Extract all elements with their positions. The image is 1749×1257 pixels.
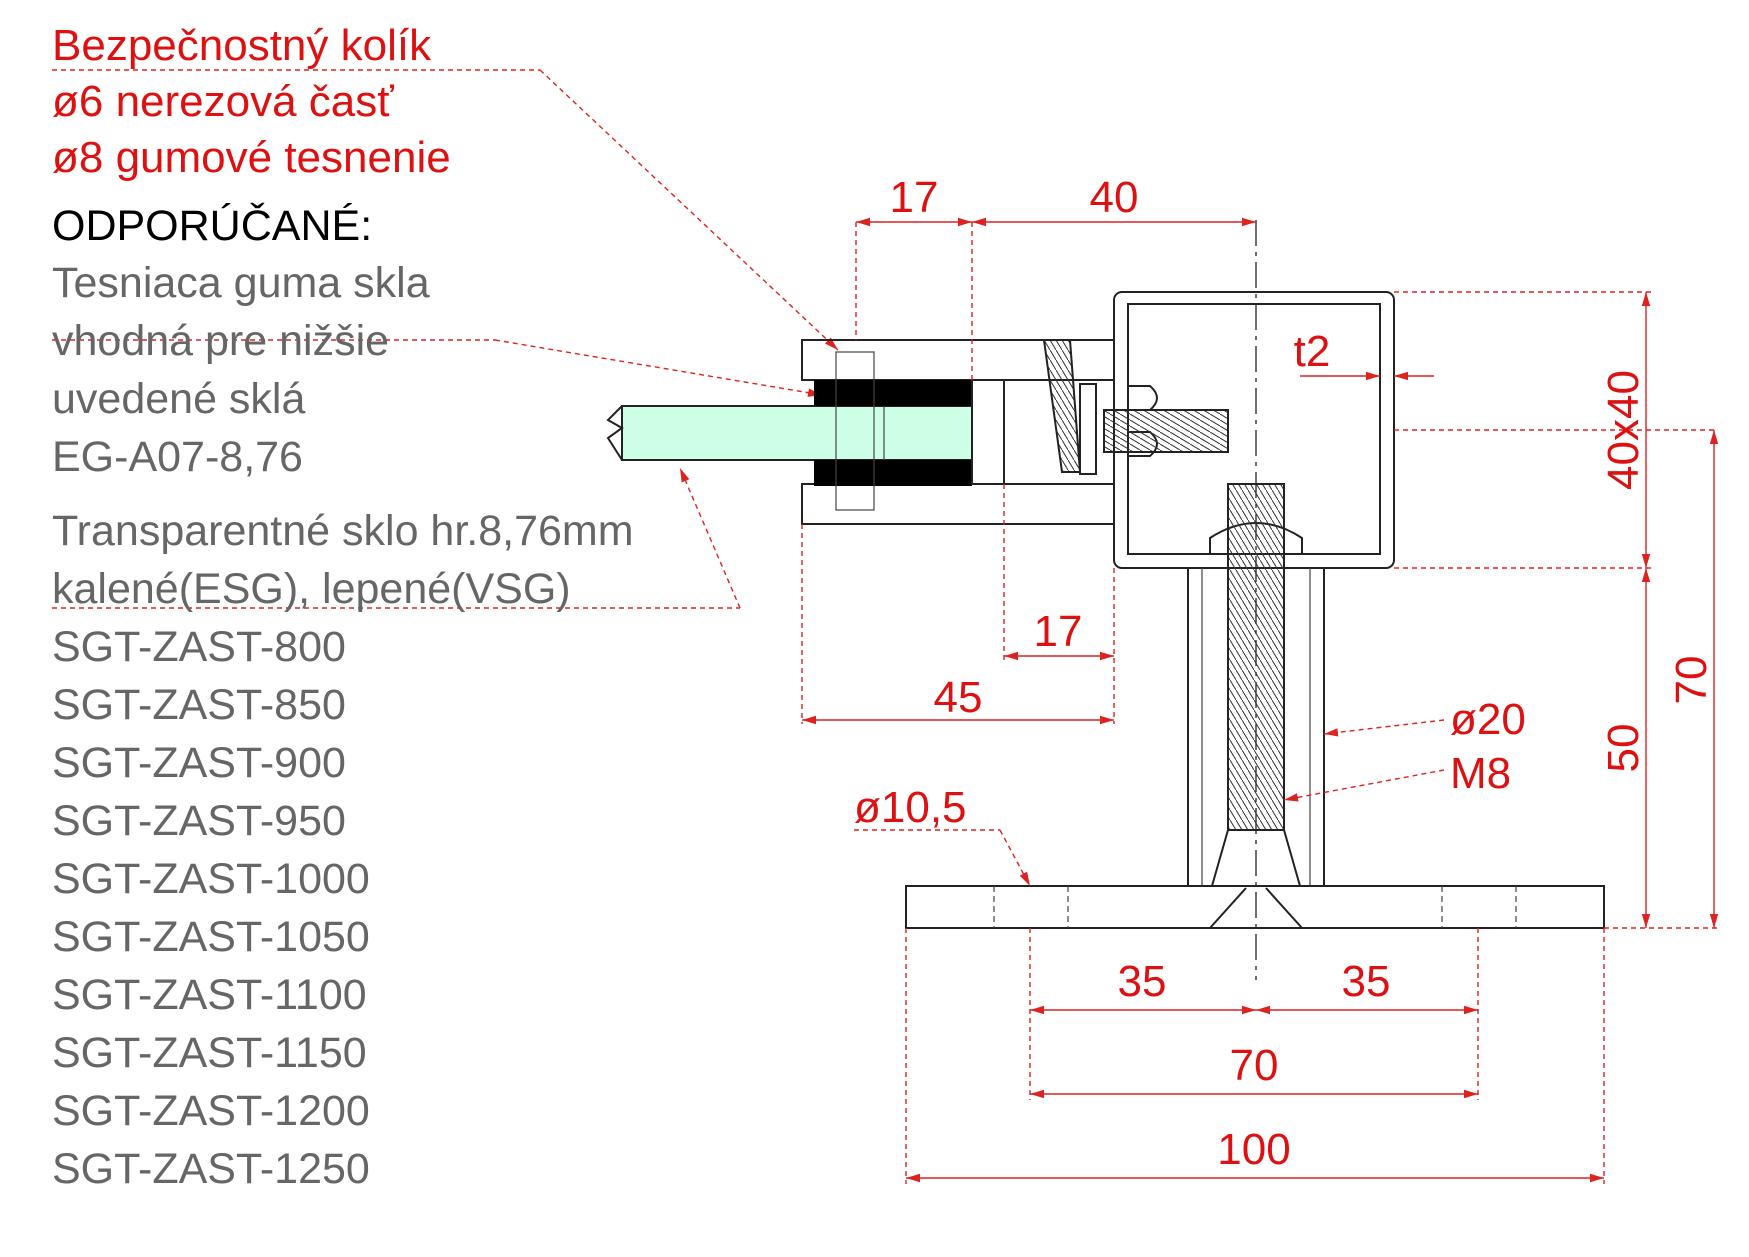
- product-code: SGT-ZAST-1200: [52, 1087, 370, 1135]
- note-rubber-line: vhodná pre nižšie: [52, 317, 390, 365]
- product-code: SGT-ZAST-1100: [52, 971, 367, 1019]
- product-code: SGT-ZAST-950: [52, 797, 346, 845]
- base-plate: [905, 885, 1605, 929]
- product-code: SGT-ZAST-1000: [52, 855, 370, 903]
- recommended-heading: ODPORÚČANÉ:: [52, 202, 373, 250]
- dim-hole-offset-right: 35: [1342, 957, 1391, 1006]
- product-code: SGT-ZAST-1150: [52, 1029, 367, 1077]
- glass-clamp: [606, 339, 1115, 525]
- product-code: SGT-ZAST-800: [52, 623, 346, 671]
- dim-tube-diameter: ø20: [1450, 695, 1526, 744]
- horizontal-bolt: [1103, 409, 1229, 453]
- product-code: SGT-ZAST-850: [52, 681, 346, 729]
- dim-clamp-width: 17: [890, 173, 939, 222]
- note-leaders: [52, 69, 839, 609]
- glass-pane: [621, 405, 973, 461]
- safety-pin: [835, 351, 875, 511]
- dim-total-height: 70: [1667, 656, 1716, 705]
- product-code: SGT-ZAST-1050: [52, 913, 370, 961]
- note-glass-line: kalené(ESG), lepené(VSG): [52, 565, 571, 613]
- note-pin-rubber: ø8 gumové tesnenie: [52, 133, 451, 182]
- rubber-seal-bottom: [814, 460, 972, 486]
- rubber-seal-top: [814, 380, 972, 406]
- note-pin-steel: ø6 nerezová časť: [52, 77, 394, 126]
- dim-profile-size: 40x40: [1599, 370, 1648, 490]
- dim-offset: 17: [1034, 607, 1083, 656]
- dim-hole-diameter: ø10,5: [854, 783, 967, 832]
- product-code: SGT-ZAST-1250: [52, 1145, 370, 1193]
- dim-base-width: 100: [1217, 1125, 1290, 1174]
- dim-post-height: 50: [1599, 724, 1648, 773]
- dimension-lines: [801, 217, 1719, 1184]
- dim-overhang: 45: [934, 673, 983, 722]
- note-rubber-line: Tesniaca guma skla: [52, 259, 430, 307]
- dim-hole-offset-left: 35: [1118, 957, 1167, 1006]
- threaded-rod-m8: [1227, 483, 1285, 831]
- note-rubber-code: EG-A07-8,76: [52, 433, 303, 481]
- notes-panel: Bezpečnostný kolík ø6 nerezová časť ø8 g…: [52, 18, 792, 1198]
- dim-pin-to-axis: 40: [1090, 173, 1139, 222]
- dim-hole-spacing: 70: [1230, 1041, 1279, 1090]
- countersunk-screw: [1042, 339, 1097, 475]
- note-safety-pin: Bezpečnostný kolík: [52, 21, 432, 70]
- note-glass-line: Transparentné sklo hr.8,76mm: [52, 507, 634, 555]
- product-code: SGT-ZAST-900: [52, 739, 346, 787]
- dim-wall-thickness: t2: [1294, 327, 1331, 376]
- dim-thread: M8: [1450, 749, 1511, 798]
- note-rubber-line: uvedené sklá: [52, 375, 306, 423]
